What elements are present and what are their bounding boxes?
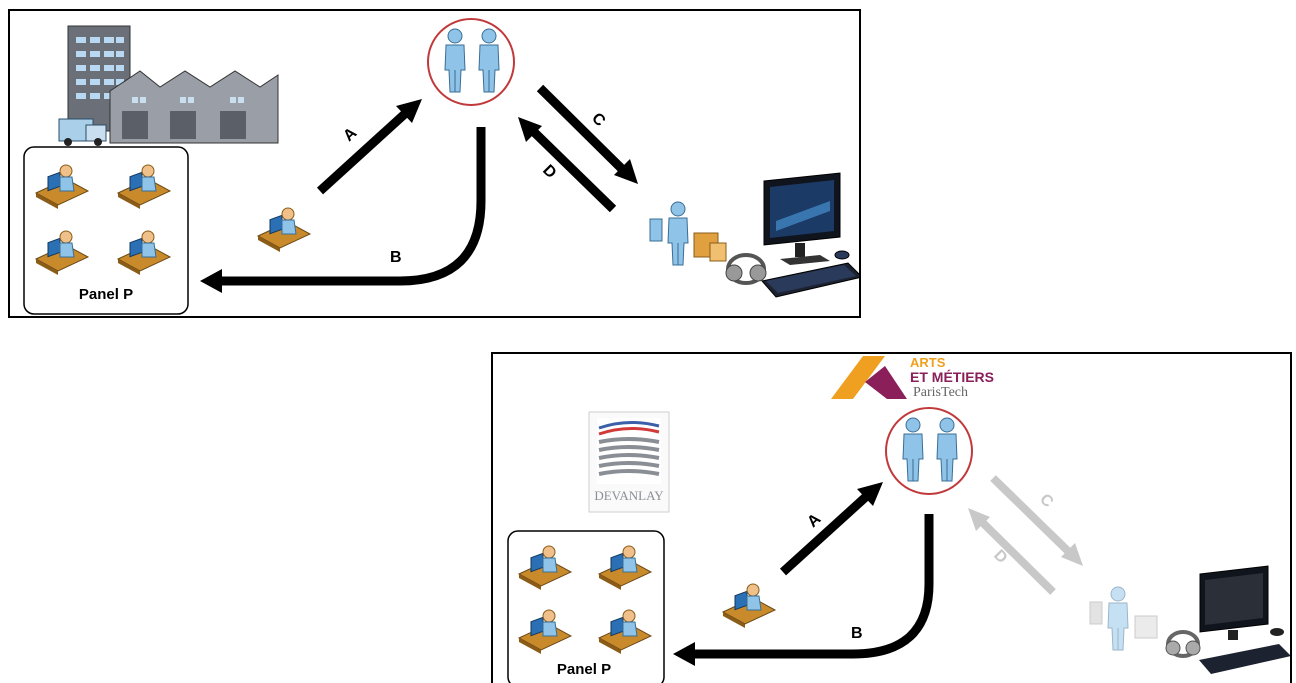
factory-icon <box>58 25 279 146</box>
arrow-d-label: D <box>539 162 559 182</box>
arts-et-metiers-logo: ARTS ET MÉTIERS ParisTech <box>831 355 994 400</box>
researchers-group <box>427 18 515 106</box>
diagram-bottom-canvas: ARTS ET MÉTIERS ParisTech DEVANLAY <box>507 355 1290 683</box>
operator-desk-icon <box>257 207 311 253</box>
arrow-a-label-bottom: A <box>804 510 824 531</box>
arrow-b-label-bottom: B <box>851 625 863 642</box>
arrow-a-label: A <box>340 124 360 145</box>
logo-line2: ET MÉTIERS <box>910 369 994 385</box>
operator-desk-icon-bottom <box>722 583 776 629</box>
arrow-b-bottom <box>673 514 934 666</box>
panel-p-bottom: Panel P <box>507 530 665 683</box>
diagram-top-canvas: Panel P <box>23 18 859 315</box>
arrow-c <box>536 84 638 184</box>
computer-icon-bottom <box>1165 565 1290 674</box>
arrow-d <box>518 117 617 213</box>
arrow-b <box>200 127 486 293</box>
arrow-d-bottom <box>968 508 1056 595</box>
diagram-bottom: ARTS ET MÉTIERS ParisTech DEVANLAY <box>491 352 1292 683</box>
logo-line3: ParisTech <box>913 385 968 400</box>
arrow-c-label-bottom: C <box>1036 491 1057 512</box>
computer-setup-icon <box>649 172 859 298</box>
arrow-a <box>316 99 422 195</box>
arrow-a-bottom <box>779 482 883 576</box>
computer-setup-icon-dimmed <box>1089 586 1158 651</box>
arrow-c-bottom <box>990 475 1083 566</box>
devanlay-text: DEVANLAY <box>594 488 664 503</box>
panel-label: Panel P <box>79 286 133 303</box>
researchers-group-bottom <box>885 407 973 495</box>
devanlay-logo: DEVANLAY <box>588 411 670 513</box>
logo-line1: ARTS <box>910 355 946 370</box>
arrow-b-label: B <box>390 249 402 266</box>
diagram-top: Panel P <box>8 9 861 318</box>
arrow-c-label: C <box>588 110 609 131</box>
panel-p: Panel P <box>23 146 189 315</box>
panel-label-bottom: Panel P <box>557 661 611 678</box>
